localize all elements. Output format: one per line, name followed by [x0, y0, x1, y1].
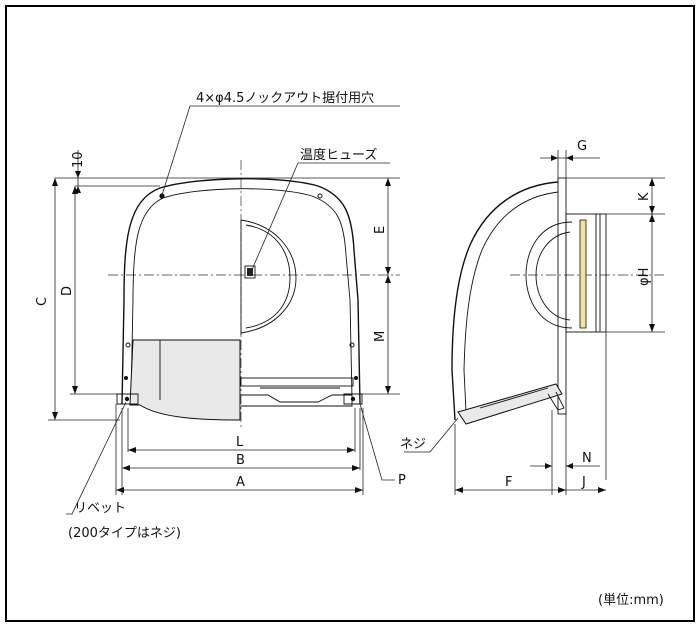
unit-label: (単位:mm): [598, 592, 664, 608]
leaders: [66, 105, 400, 515]
right-foot: [343, 393, 363, 405]
thermal-fuse-label: 温度ヒューズ: [300, 147, 377, 163]
knockout-hole: [125, 342, 131, 348]
cover-panel: [129, 339, 241, 421]
side-view: [451, 177, 664, 425]
knockout-hole: [317, 193, 323, 199]
dim-A-label: A: [236, 475, 245, 490]
drawing-frame: [5, 5, 695, 622]
dim-C-label: C: [35, 297, 50, 306]
side-dimensions: [404, 150, 665, 495]
front-dimensions: [48, 150, 400, 495]
dim-E-label: E: [373, 226, 388, 234]
dim-K-label: K: [637, 192, 652, 201]
bottom-grille: [457, 383, 563, 425]
left-foot: [116, 393, 139, 405]
dim-L-label: L: [236, 435, 244, 450]
dim-F-label: F: [505, 475, 512, 490]
rivet-label: リベット: [74, 501, 126, 516]
knockout-hole: [349, 342, 355, 348]
dim-J-label: J: [581, 475, 586, 490]
dim-G-label: G: [577, 139, 587, 154]
dim-N-label: N: [582, 451, 592, 466]
dim-M-label: M: [373, 331, 388, 342]
labels: 4×φ4.5ノックアウト据付用穴 温度ヒューズ 10 C D E M L B A…: [35, 91, 664, 608]
side-hood-outline: [451, 181, 559, 421]
knockout-label: 4×φ4.5ノックアウト据付用穴: [196, 91, 374, 106]
mount-flange: [557, 177, 567, 415]
knockout-hole: [159, 193, 165, 199]
dim-P-label: P: [398, 473, 406, 488]
hood-outline: [121, 178, 361, 405]
rivet-note-label: (200タイプはネジ): [68, 526, 181, 541]
dim-10-label: 10: [71, 151, 86, 168]
dim-phiH-label: φH: [637, 268, 652, 286]
front-view: [108, 160, 400, 430]
screw-label: ネジ: [400, 437, 426, 452]
dim-B-label: B: [236, 453, 245, 468]
dome: [525, 221, 573, 329]
dim-D-label: D: [60, 286, 75, 296]
